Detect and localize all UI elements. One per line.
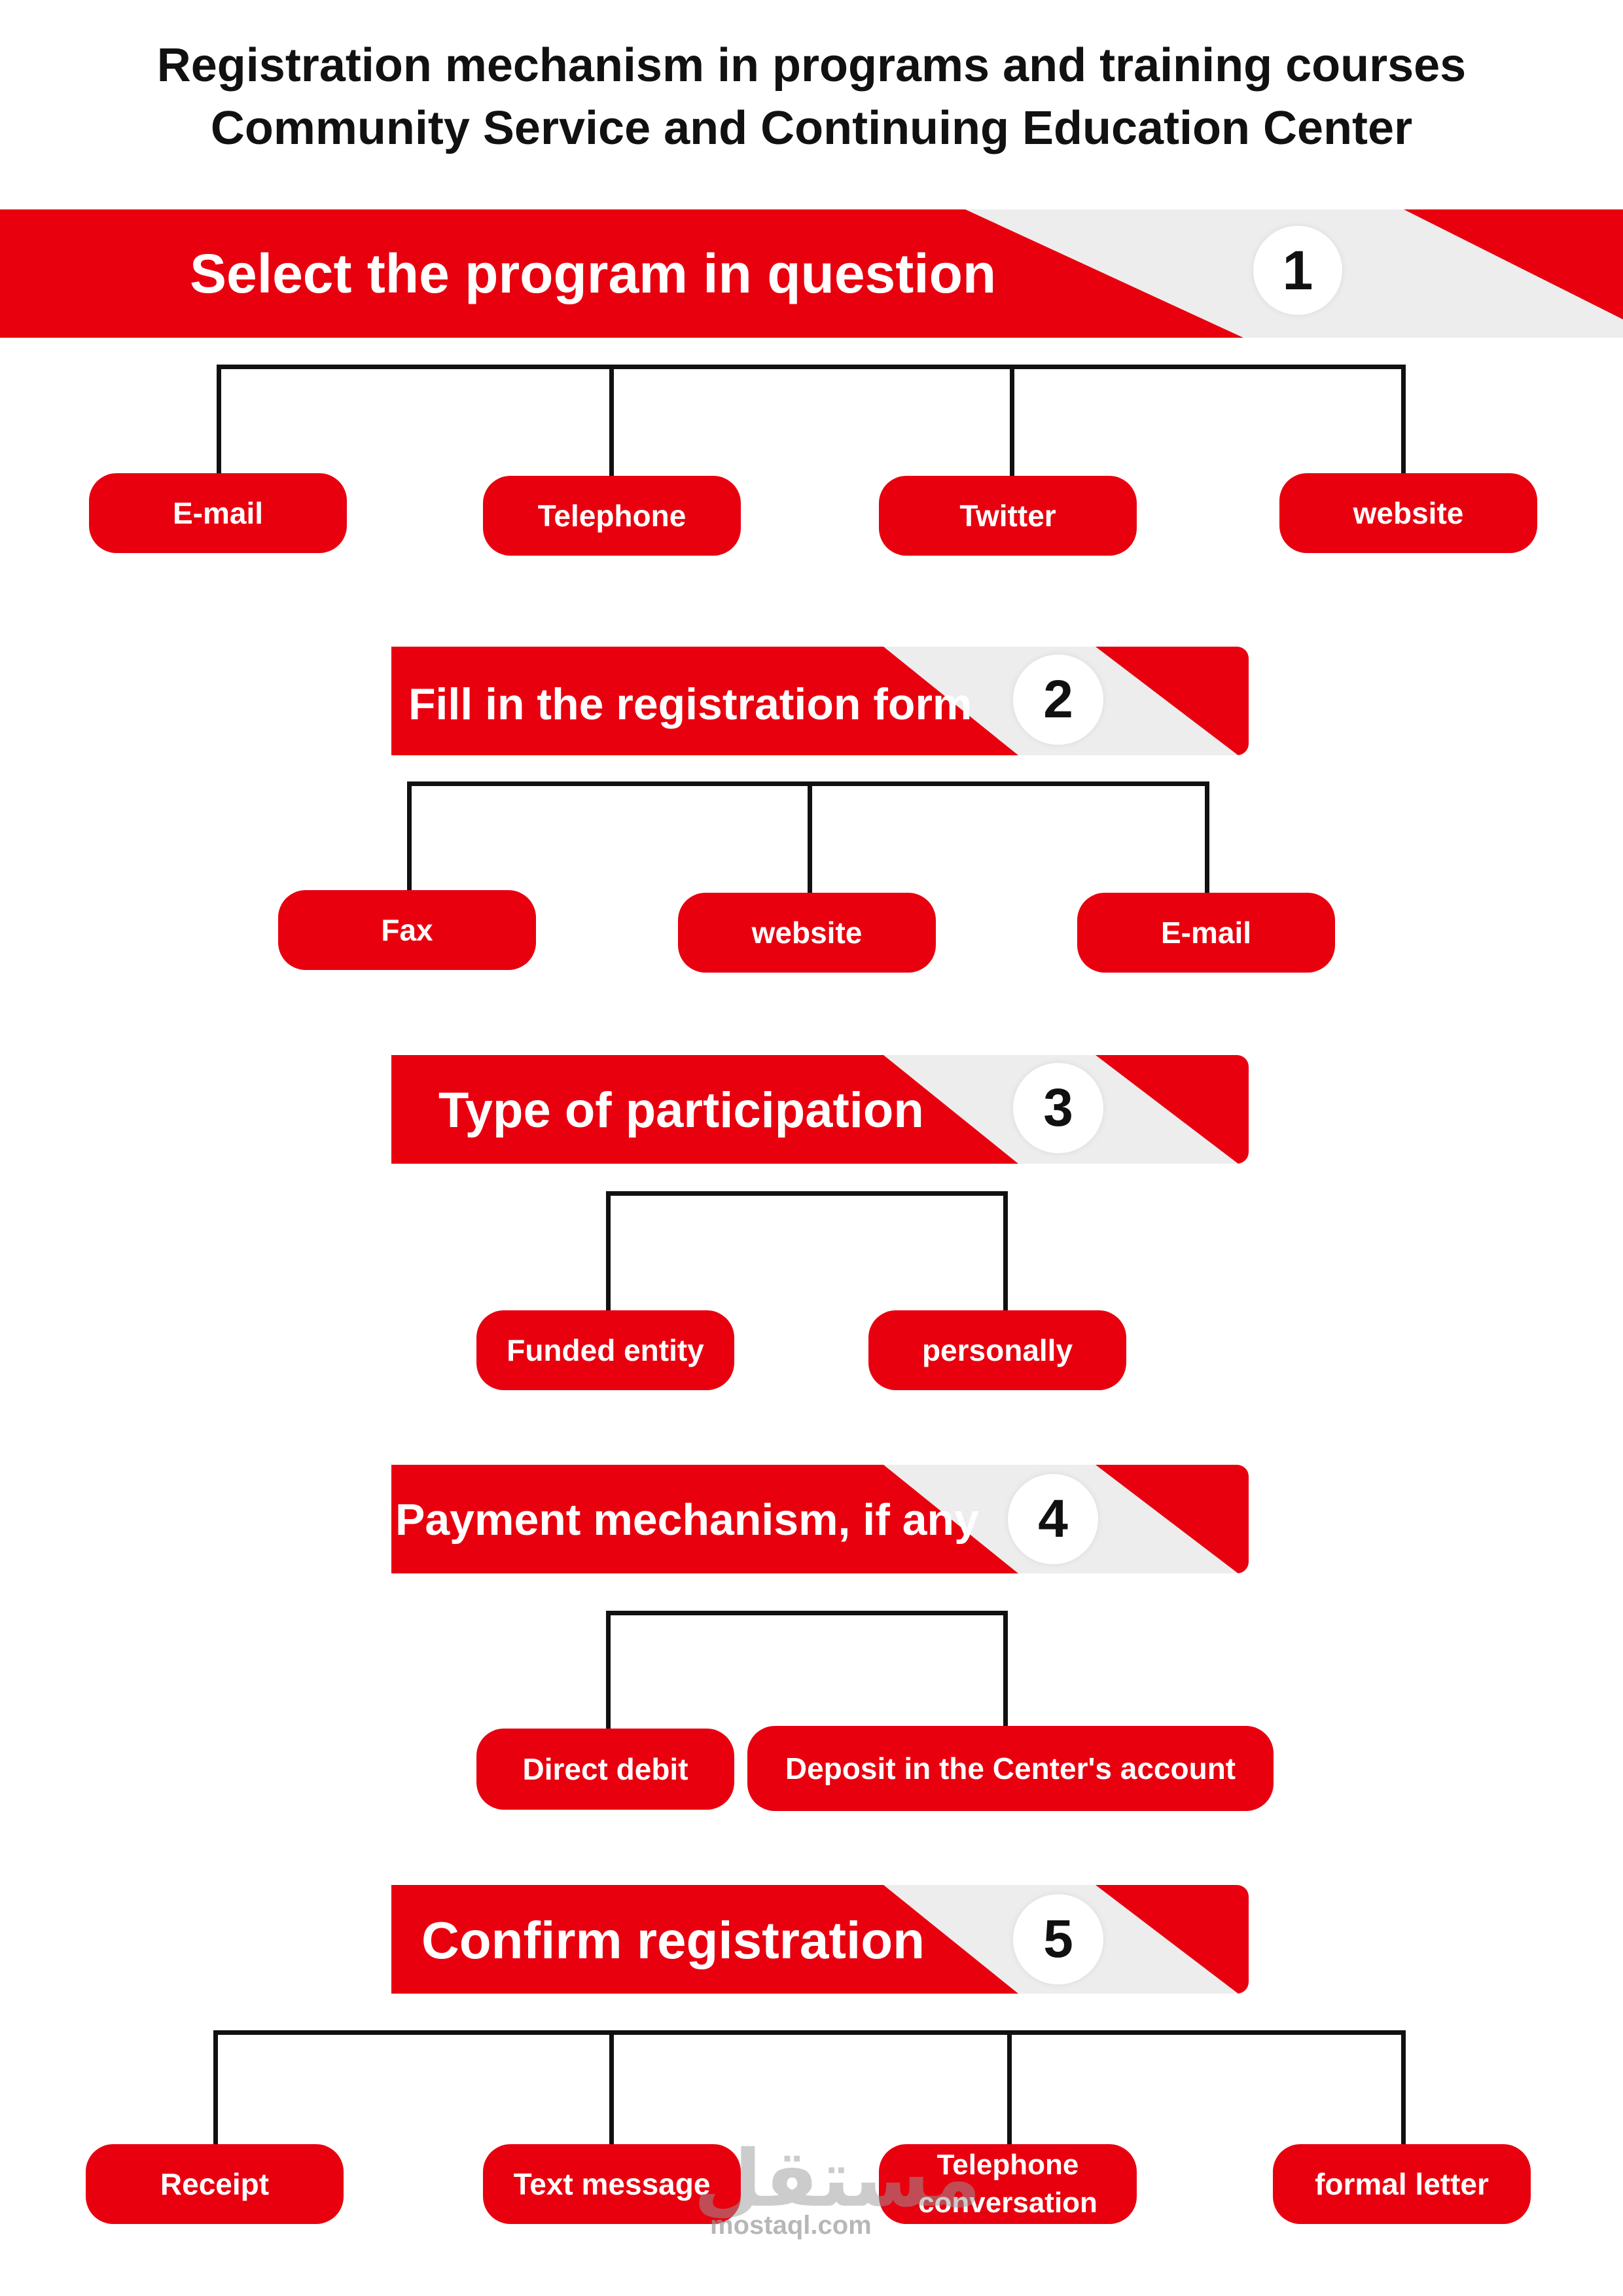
step-1-connector-drop (217, 365, 221, 476)
option-fax[interactable]: Fax (278, 890, 536, 970)
option-telephone[interactable]: Telephone (483, 476, 741, 556)
step-4-label: Payment mechanism, if any (395, 1495, 979, 1545)
step-4-number: 4 (1008, 1474, 1098, 1564)
step-5-connector-drop (609, 2030, 614, 2145)
step-1-connector-bar (217, 365, 1406, 369)
step-5-banner: Confirm registration 5 (391, 1885, 1249, 1994)
step-5-number: 5 (1013, 1894, 1103, 1984)
option-direct-debit[interactable]: Direct debit (476, 1729, 734, 1810)
watermark-brand: مستقل (694, 2134, 981, 2225)
step-1-connector-drop (1401, 365, 1406, 476)
step-1-connector-drop (1010, 365, 1014, 476)
step-5-connector-drop (1401, 2030, 1406, 2145)
step-4-banner-shape (391, 1465, 1249, 1573)
step-1-label: Select the program in question (190, 243, 997, 304)
option-formal-letter[interactable]: formal letter (1273, 2144, 1531, 2224)
step-2-connector-drop (808, 781, 812, 893)
step-4-banner: Payment mechanism, if any 4 (391, 1465, 1249, 1573)
option-receipt[interactable]: Receipt (86, 2144, 344, 2224)
step-2-connector-drop (407, 781, 412, 893)
step-2-connector-drop (1205, 781, 1209, 893)
step-1-banner: Select the program in question 1 (0, 209, 1623, 338)
step-4-connector-drop (1003, 1611, 1008, 1731)
step-2-number: 2 (1013, 655, 1103, 745)
step-5-connector-drop (213, 2030, 218, 2145)
option-website[interactable]: website (678, 893, 936, 973)
step-3-label: Type of participation (438, 1083, 924, 1138)
option-telephone-conversation[interactable]: Telephone conversation (879, 2144, 1137, 2224)
title-line-2: Community Service and Continuing Educati… (210, 102, 1413, 154)
option-twitter[interactable]: Twitter (879, 476, 1137, 556)
option-personally[interactable]: personally (868, 1310, 1126, 1390)
option-email[interactable]: E-mail (89, 473, 347, 553)
step-4-connector-drop (606, 1611, 611, 1731)
step-1-number: 1 (1253, 226, 1342, 315)
step-3-connector-bar (606, 1191, 1008, 1196)
option-text-message[interactable]: Text message (483, 2144, 741, 2224)
option-funded-entity[interactable]: Funded entity (476, 1310, 734, 1390)
step-3-connector-drop (606, 1191, 611, 1312)
step-4-connector-bar (606, 1611, 1008, 1615)
step-3-banner: Type of participation 3 (391, 1055, 1249, 1164)
step-2-banner: Fill in the registration form 2 (391, 647, 1249, 755)
step-5-label: Confirm registration (421, 1911, 925, 1969)
step-3-connector-drop (1003, 1191, 1008, 1312)
step-5-connector-drop (1007, 2030, 1012, 2145)
step-3-number: 3 (1013, 1063, 1103, 1153)
option-website[interactable]: website (1279, 473, 1537, 553)
page-title: Registration mechanism in programs and t… (0, 34, 1623, 160)
watermark-logo: مستقل (694, 2134, 981, 2238)
step-5-connector-bar (213, 2030, 1406, 2035)
option-email[interactable]: E-mail (1077, 893, 1335, 973)
watermark-url: mostaql.com (710, 2211, 872, 2240)
step-2-banner-shape (391, 647, 1249, 755)
step-2-label: Fill in the registration form (408, 679, 972, 729)
step-1-connector-drop (609, 365, 614, 476)
title-line-1: Registration mechanism in programs and t… (156, 39, 1467, 92)
option-deposit-center-account[interactable]: Deposit in the Center's account (747, 1726, 1274, 1811)
